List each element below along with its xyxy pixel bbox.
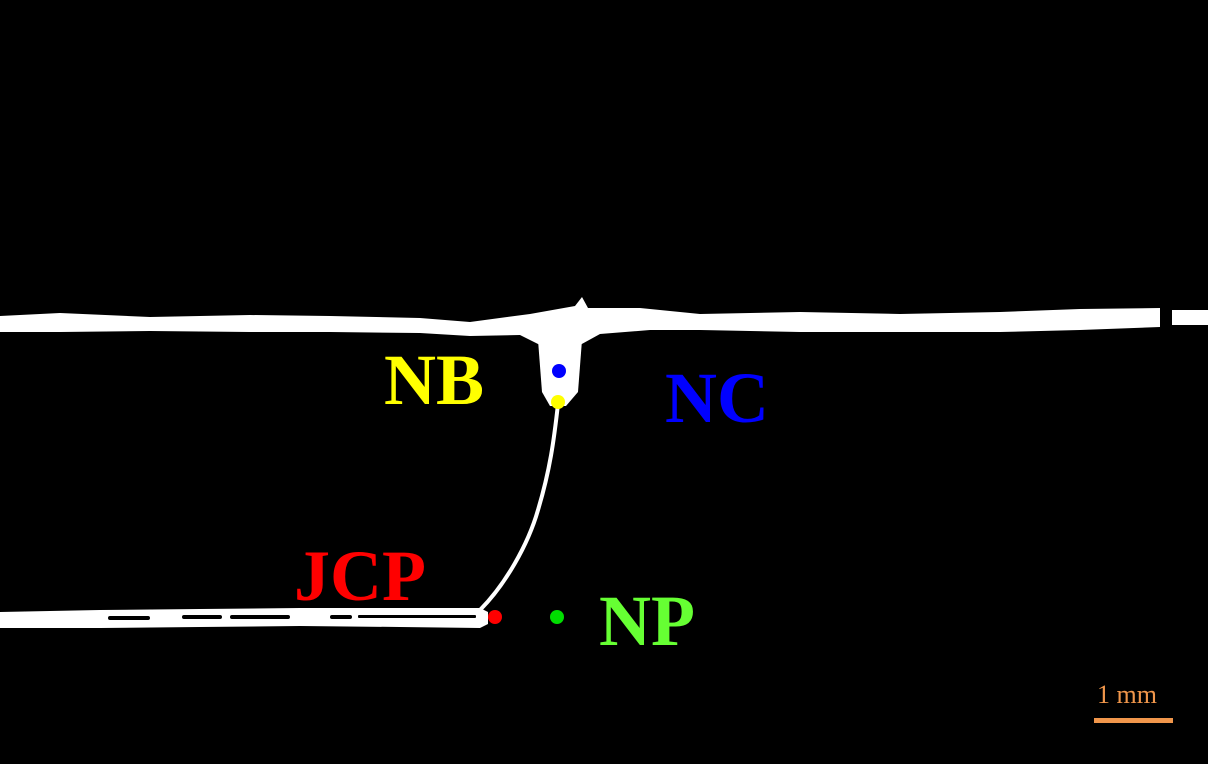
lower-membrane-gaps xyxy=(108,615,476,620)
label-nb: NB xyxy=(384,340,485,420)
marker-np xyxy=(550,610,564,624)
marker-nc xyxy=(552,364,566,378)
scale-bar xyxy=(1094,718,1173,723)
upper-membrane xyxy=(0,297,1160,345)
fiber-strand xyxy=(478,402,560,612)
label-jcp: JCP xyxy=(294,536,426,616)
label-nc: NC xyxy=(665,358,769,438)
marker-nb xyxy=(551,395,565,409)
marker-jcp xyxy=(488,610,502,624)
scale-bar-label: 1 mm xyxy=(1097,680,1157,709)
upper-membrane-end xyxy=(1172,310,1208,325)
label-np: NP xyxy=(599,581,695,661)
